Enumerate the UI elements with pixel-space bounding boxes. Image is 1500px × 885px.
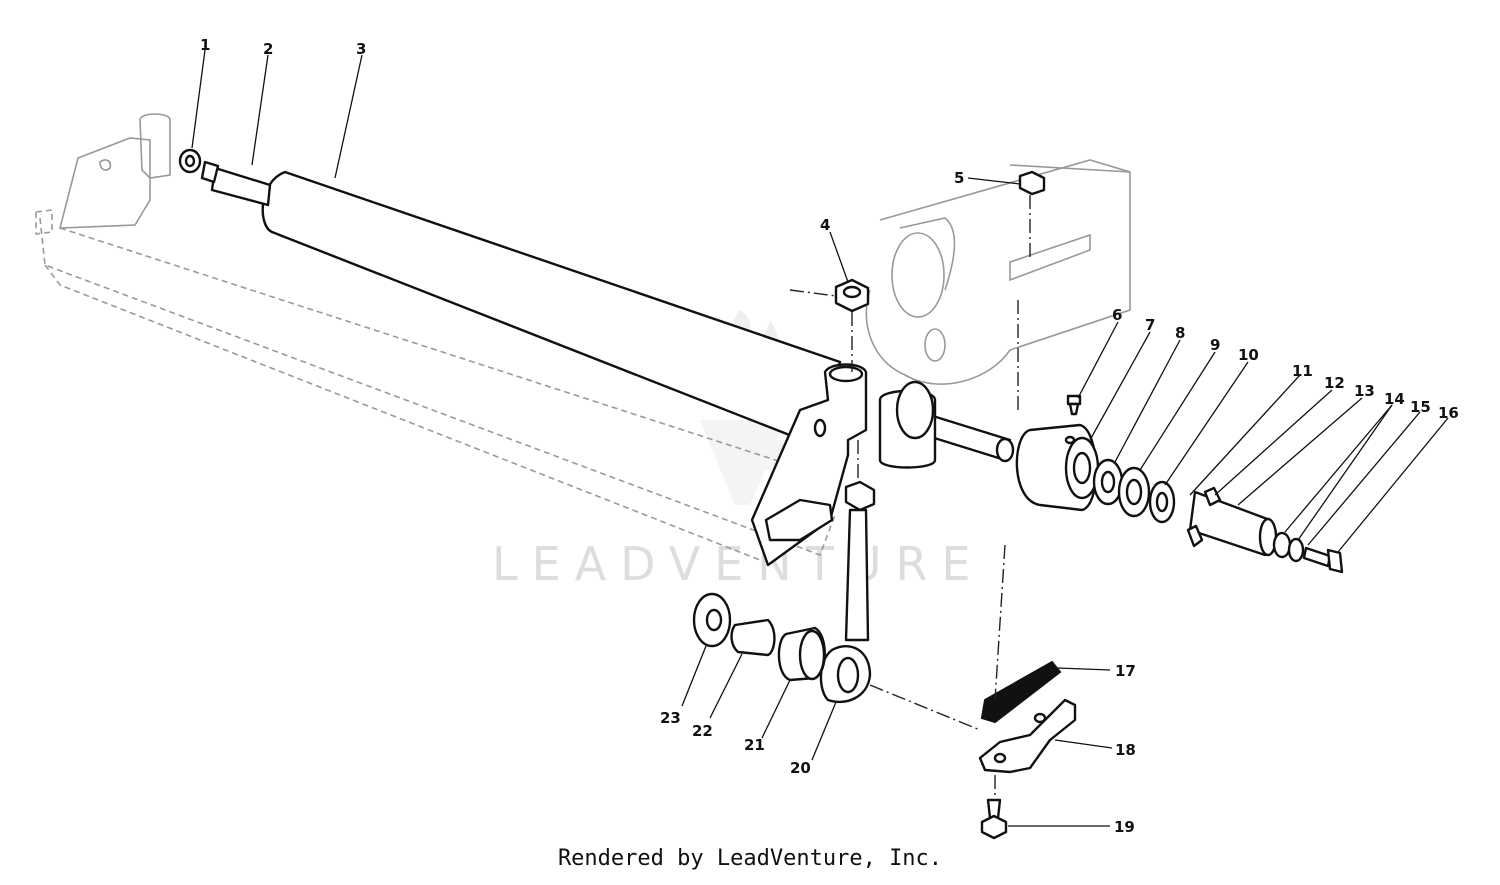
frame-arm-ghost [865, 159, 1131, 385]
callout-1: 1 [200, 36, 210, 54]
callout-21: 21 [744, 736, 765, 754]
callout-8: 8 [1175, 324, 1185, 342]
callout-16: 16 [1438, 404, 1459, 422]
side-bracket [750, 363, 937, 567]
callout-22: 22 [692, 722, 713, 740]
bushing-21 [777, 626, 826, 682]
callout-numbers: 1 2 3 4 5 6 7 8 9 10 11 12 13 14 15 16 1… [200, 36, 1459, 836]
callout-12: 12 [1324, 374, 1345, 392]
callout-6: 6 [1112, 306, 1122, 324]
bearing-housing-7 [1015, 423, 1100, 512]
callout-11: 11 [1292, 362, 1313, 380]
eye-bolt-20 [819, 480, 876, 704]
roller-shaft [210, 166, 272, 207]
mower-deck-ghost [35, 113, 836, 561]
spacer-22 [730, 618, 776, 657]
bracket-18 [978, 698, 1077, 774]
watermark-text: LEADVENTURE [492, 537, 985, 591]
callout-14: 14 [1384, 390, 1405, 408]
bolt-19 [980, 798, 1008, 840]
callout-10: 10 [1238, 346, 1259, 364]
callout-5: 5 [954, 169, 964, 187]
nut-10 [1148, 480, 1176, 524]
nut-5 [1018, 170, 1046, 196]
bolt-16 [1302, 546, 1344, 574]
leader-lines [191, 49, 1449, 827]
grease-fitting-6 [1066, 394, 1082, 416]
nut-4 [834, 278, 870, 313]
callout-23: 23 [660, 709, 681, 727]
assembly-centerlines [789, 195, 1031, 800]
callout-20: 20 [790, 759, 811, 777]
callout-9: 9 [1210, 336, 1220, 354]
scraper-17 [980, 660, 1062, 724]
washer-23 [692, 592, 732, 648]
roller-tube [261, 170, 842, 447]
roller-assembly [200, 160, 1015, 463]
callout-17: 17 [1115, 662, 1136, 680]
callout-2: 2 [263, 40, 273, 58]
callout-15: 15 [1410, 398, 1431, 416]
callout-13: 13 [1354, 382, 1375, 400]
shaft-thread [200, 160, 220, 184]
callout-3: 3 [356, 40, 366, 58]
washer-15 [1287, 537, 1305, 563]
callout-19: 19 [1114, 818, 1135, 836]
washer-14 [1272, 531, 1292, 559]
callout-18: 18 [1115, 741, 1136, 759]
callout-7: 7 [1145, 316, 1155, 334]
collar-12 [1186, 486, 1278, 557]
footer-credit: Rendered by LeadVenture, Inc. [557, 846, 943, 871]
callout-4: 4 [820, 216, 830, 234]
bearing-9 [1117, 466, 1151, 518]
